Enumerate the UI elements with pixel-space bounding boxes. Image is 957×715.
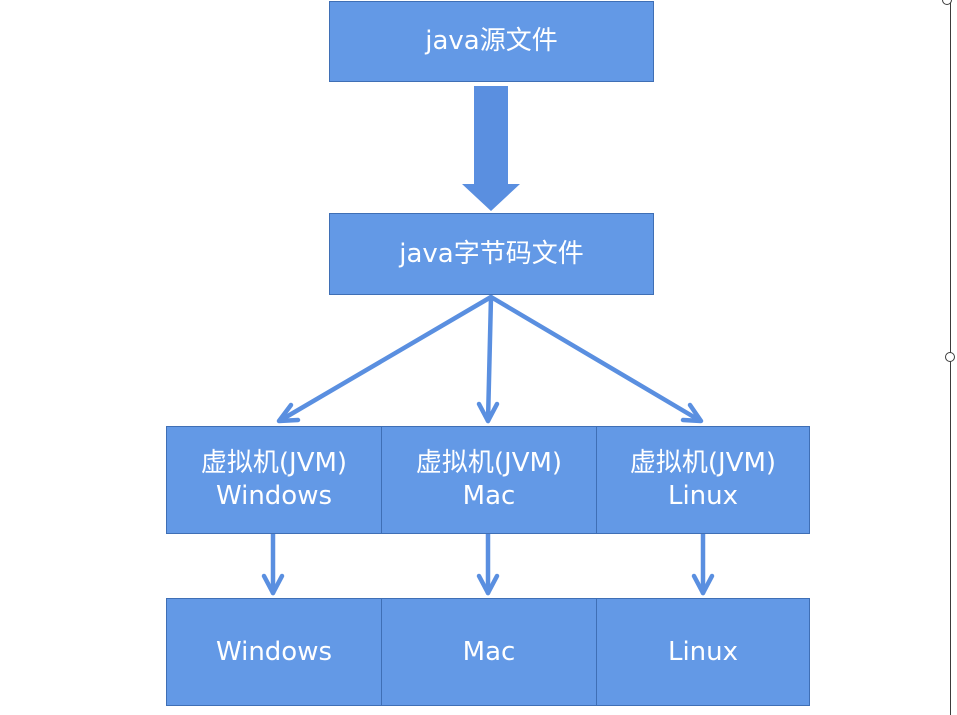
node-jvm-mac-line1: 虚拟机(JVM)	[415, 448, 563, 478]
node-jvm-mac-line2: Mac	[462, 481, 516, 511]
node-jvm-linux-line1: 虚拟机(JVM)	[629, 448, 777, 478]
arrow-bytecode-to-jvm-mac	[476, 294, 500, 424]
arrow-jvm-linux-to-os-linux	[691, 531, 715, 596]
node-jvm-windows-line2: Windows	[215, 481, 333, 511]
node-jvm-linux: 虚拟机(JVM) Linux	[596, 426, 810, 534]
arrow-source-to-bytecode	[462, 86, 520, 211]
node-os-windows-label: Windows	[215, 636, 333, 667]
node-jvm-linux-line2: Linux	[667, 481, 739, 511]
resize-handle-right[interactable]	[945, 352, 955, 362]
arrow-jvm-mac-to-os-mac	[476, 531, 500, 596]
arrow-bytecode-to-jvm-windows	[276, 294, 494, 424]
node-os-linux: Linux	[596, 598, 810, 706]
node-jvm-windows-line1: 虚拟机(JVM)	[200, 448, 348, 478]
node-java-source-label: java源文件	[425, 26, 558, 56]
node-jvm-mac: 虚拟机(JVM) Mac	[381, 426, 597, 534]
arrow-bytecode-to-jvm-linux	[488, 294, 704, 424]
node-os-mac: Mac	[381, 598, 597, 706]
node-os-mac-label: Mac	[462, 636, 516, 667]
node-os-windows: Windows	[166, 598, 382, 706]
node-java-bytecode-label: java字节码文件	[399, 238, 584, 269]
node-java-bytecode: java字节码文件	[329, 213, 654, 295]
node-java-source: java源文件	[329, 1, 654, 82]
arrow-jvm-windows-to-os-windows	[261, 531, 285, 596]
node-os-linux-label: Linux	[667, 636, 739, 667]
node-jvm-windows: 虚拟机(JVM) Windows	[166, 426, 382, 534]
